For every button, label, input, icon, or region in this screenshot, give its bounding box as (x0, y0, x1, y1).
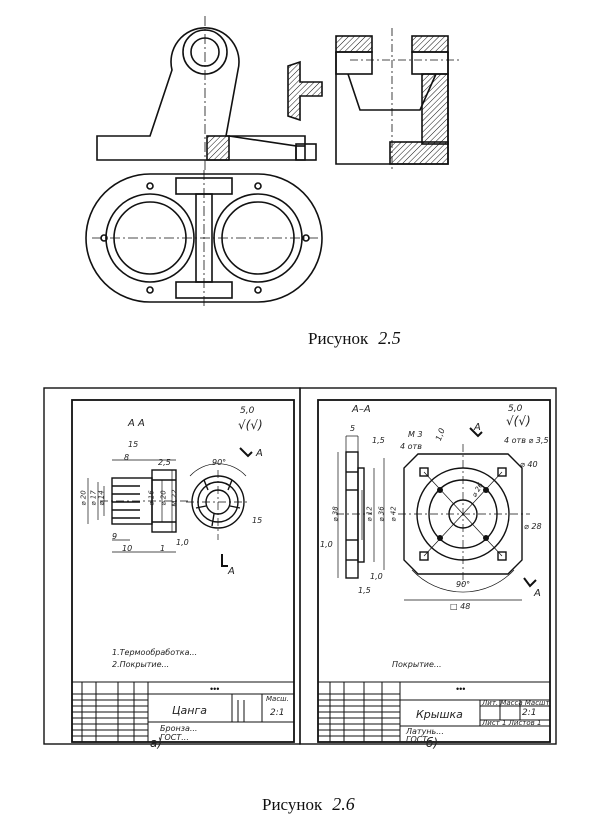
stamp-dots: ••• (210, 684, 220, 694)
material-1: Бронза... (160, 724, 198, 733)
dim-d12: ⌀ 12 (365, 506, 374, 522)
dim-m22: М 22 (170, 489, 179, 507)
sheet-letter: а) (150, 736, 163, 750)
part-name: Крышка (416, 708, 463, 721)
view-arrow-label: А (474, 422, 481, 433)
dim-1: 1 (160, 544, 166, 553)
dim-2-5: 2,5 (158, 458, 171, 467)
dim-d20b: ⌀ 20 (159, 490, 168, 506)
dim-1-5: 1,5 (372, 436, 385, 445)
dim-d38: ⌀ 38 (331, 506, 340, 522)
dim-sq48: □ 48 (450, 602, 471, 611)
figure-2-5-caption: Рисунок 2.5 (308, 328, 401, 349)
material-2: ГОСТ... (406, 735, 435, 744)
dim-15: 15 (128, 440, 139, 449)
note-1: Покрытие... (392, 660, 442, 669)
dim-9: 9 (112, 532, 118, 541)
dim-d28: ⌀ 28 (524, 522, 542, 531)
note-2: 2.Покрытие... (112, 660, 170, 669)
dim-8: 8 (124, 453, 130, 462)
stamp-header: Лит. Масса Масшт. (482, 699, 552, 707)
caption-word: Рисунок (262, 795, 323, 814)
roughness-icon: √(√) (506, 414, 531, 428)
holes-3-5: 4 отв ⌀ 3,5 (504, 436, 549, 445)
caption-word: Рисунок (308, 329, 369, 348)
dim-d36: ⌀ 36 (377, 506, 386, 522)
roughness-value: 5,0 (508, 404, 523, 414)
view-arrow-label-bottom: А (534, 588, 541, 599)
dim-d16: ⌀ 16 (147, 490, 156, 506)
dim-1-5-bottom: 1,5 (358, 586, 371, 595)
section-label: А–А (352, 404, 371, 415)
scale-value: 2:1 (270, 708, 285, 718)
dim-d42: ⌀ 42 (389, 506, 398, 522)
section-label: А А (128, 418, 145, 429)
part-name: Цанга (172, 704, 207, 717)
holes-4: 4 отв (400, 442, 422, 451)
dim-90: 90° (212, 458, 227, 467)
view-arrow-label-bottom: А (228, 566, 235, 577)
material-1: Латунь... (406, 727, 444, 736)
sheet-letter: б) (426, 736, 439, 750)
figure-2-6-caption: Рисунок 2.6 (262, 794, 355, 815)
figure-2-6-drawing (43, 387, 557, 745)
view-arrow-label: А (256, 448, 263, 459)
dim-d14: ⌀ 14 (97, 490, 106, 506)
scale-value: 2:1 (522, 708, 537, 718)
caption-number: 2.5 (378, 328, 401, 348)
material-2: ГОСТ... (160, 733, 189, 742)
roughness-icon: √(√) (238, 418, 263, 432)
thread-m3: М 3 (408, 430, 423, 439)
stamp-dots: ••• (456, 684, 466, 694)
dim-d17: ⌀ 17 (89, 490, 98, 506)
dim-1-0-bottom: 1,0 (370, 572, 383, 581)
sheets-count: Лист 1 Листов 1 (482, 719, 542, 727)
note-1: 1.Термообработка... (112, 648, 198, 657)
dim-d40: ⌀ 40 (520, 460, 538, 469)
dim-d20: ⌀ 20 (79, 490, 88, 506)
dim-10: 10 (122, 544, 133, 553)
roughness-value: 5,0 (240, 406, 255, 416)
scale-header: Масш. (266, 695, 289, 703)
dim-1-0-left: 1,0 (320, 540, 333, 549)
dim-90: 90° (456, 580, 471, 589)
dim-5: 5 (350, 424, 356, 433)
dim-1-0: 1,0 (176, 538, 189, 547)
dim-15-end: 15 (252, 516, 263, 525)
figure-2-5-drawing (85, 16, 460, 308)
caption-number: 2.6 (332, 794, 355, 814)
